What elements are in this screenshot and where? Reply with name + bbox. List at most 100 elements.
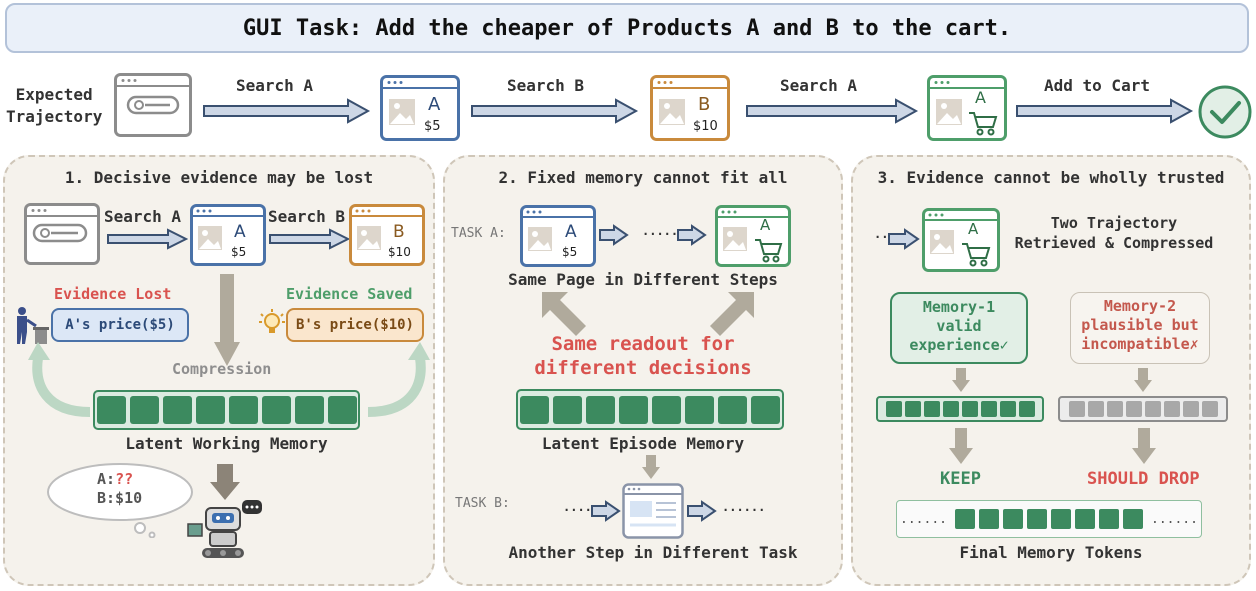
product-b-page-icon (349, 204, 425, 266)
step-search-b-label: Search B (507, 76, 585, 95)
memory-token (961, 401, 978, 417)
final-memory-tokens-bar: ...... ...... (896, 500, 1202, 538)
another-step-label: Another Step in Different Task (508, 543, 798, 562)
arrow-right-icon (599, 224, 629, 246)
retrieved-label: Two Trajectory Retrieved & Compressed (1014, 214, 1214, 252)
product-a-cart-page-icon (927, 75, 1007, 141)
memory-token (955, 509, 975, 529)
step-search-a-label-2: Search A (780, 76, 858, 95)
memory-1-token-bar (876, 396, 1044, 422)
up-left-arrow-icon (542, 292, 586, 336)
should-drop-label: SHOULD DROP (1087, 469, 1200, 489)
keep-label: KEEP (940, 469, 981, 489)
memory-token (652, 395, 681, 424)
memory-token (923, 401, 940, 417)
memory-1-card: Memory-1 valid experience✓ (890, 292, 1028, 364)
memory-token (1003, 509, 1023, 529)
memory-token (162, 396, 192, 424)
arrow-right-icon (471, 98, 639, 124)
final-dots-right: ...... (1151, 511, 1198, 527)
memory-2-card: Memory-2 plausible but incompatible✗ (1070, 292, 1210, 364)
panel-2-title: 2. Fixed memory cannot fit all (498, 168, 788, 187)
curved-arrow-icon (367, 342, 430, 417)
memory-token (999, 401, 1016, 417)
memory-token (685, 395, 714, 424)
down-arrow-icon (1134, 368, 1152, 392)
curved-arrow-icon (28, 342, 91, 417)
memory-token (1018, 401, 1035, 417)
latent-episode-memory-bar (516, 389, 784, 430)
expected-trajectory-label: Expected Trajectory (6, 85, 103, 126)
memory-token (586, 395, 615, 424)
compression-label: Compression (172, 360, 272, 378)
product-a-price: $5 (562, 245, 578, 259)
product-a-letter: A (565, 222, 577, 242)
evidence-saved-label: Evidence Saved (286, 285, 413, 303)
down-arrow-icon (952, 368, 970, 392)
product-a-page-icon (520, 205, 596, 267)
product-a-page-icon (190, 204, 266, 266)
arrow-right-icon (107, 228, 188, 250)
memory-token (96, 396, 126, 424)
memory-token (1099, 509, 1119, 529)
cart-product-letter: A (760, 216, 771, 234)
panel-3-title: 3. Evidence cannot be wholly trusted (877, 168, 1225, 187)
arrow-right-icon (746, 98, 919, 124)
up-right-arrow-icon (710, 292, 754, 336)
latent-working-memory-bar (93, 390, 360, 430)
down-arrow-icon (949, 428, 973, 464)
step-search-a-label: Search A (236, 76, 314, 95)
same-readout-label: Same readout for different decisions (534, 333, 752, 379)
product-a-price: $5 (231, 245, 247, 259)
final-dots-left: ...... (900, 511, 947, 527)
product-a-cart-page-icon (715, 205, 791, 267)
memory-2-token-bar (1058, 396, 1228, 422)
memory-token (1144, 401, 1161, 417)
cart-product-letter: A (975, 88, 986, 107)
latent-episode-memory-label: Latent Episode Memory (541, 434, 745, 453)
thought-a-value: A:?? (97, 470, 134, 488)
final-memory-tokens-label: Final Memory Tokens (959, 543, 1143, 562)
memory-token (129, 396, 159, 424)
product-b-page-icon (650, 75, 730, 141)
cart-product-letter: A (968, 220, 979, 238)
memory-token (885, 401, 902, 417)
memory-token (619, 395, 648, 424)
panel-1-search-b: Search B (268, 207, 346, 226)
down-arrow-icon (210, 464, 240, 500)
same-page-label: Same Page in Different Steps (508, 270, 778, 289)
memory-token (1027, 509, 1047, 529)
arrow-right-icon (591, 500, 621, 522)
latent-working-memory-label: Latent Working Memory (125, 434, 328, 453)
product-b-letter: B (698, 94, 711, 115)
product-a-page-icon (380, 75, 460, 141)
product-b-price: $10 (388, 245, 411, 259)
memory-token (979, 509, 999, 529)
arrow-right-icon (687, 500, 717, 522)
lightbulb-icon (259, 309, 285, 333)
task-b-label: TASK B: (455, 496, 510, 511)
step-add-to-cart-label: Add to Cart (1044, 76, 1150, 95)
task-banner: GUI Task: Add the cheaper of Products A … (5, 3, 1249, 53)
b-price-box: B's price($10) (286, 308, 424, 342)
memory-token (1201, 401, 1218, 417)
memory-token (261, 396, 291, 424)
arrow-right-icon (203, 98, 371, 124)
memory-token (1125, 401, 1142, 417)
memory-token (1075, 509, 1095, 529)
task-a-label: TASK A: (451, 226, 506, 241)
product-b-letter: B (393, 222, 405, 242)
memory-token (520, 395, 549, 424)
thought-cloud-icon (47, 463, 193, 538)
product-b-price: $10 (693, 119, 718, 134)
arrow-right-icon (677, 224, 707, 246)
memory-token (751, 395, 780, 424)
memory-token (1068, 401, 1085, 417)
robot-icon (187, 500, 262, 558)
memory-token (1123, 509, 1143, 529)
check-circle-icon (1198, 85, 1252, 139)
arrow-right-icon (888, 228, 920, 250)
memory-token (718, 395, 747, 424)
memory-token (1106, 401, 1123, 417)
memory-token (228, 396, 258, 424)
